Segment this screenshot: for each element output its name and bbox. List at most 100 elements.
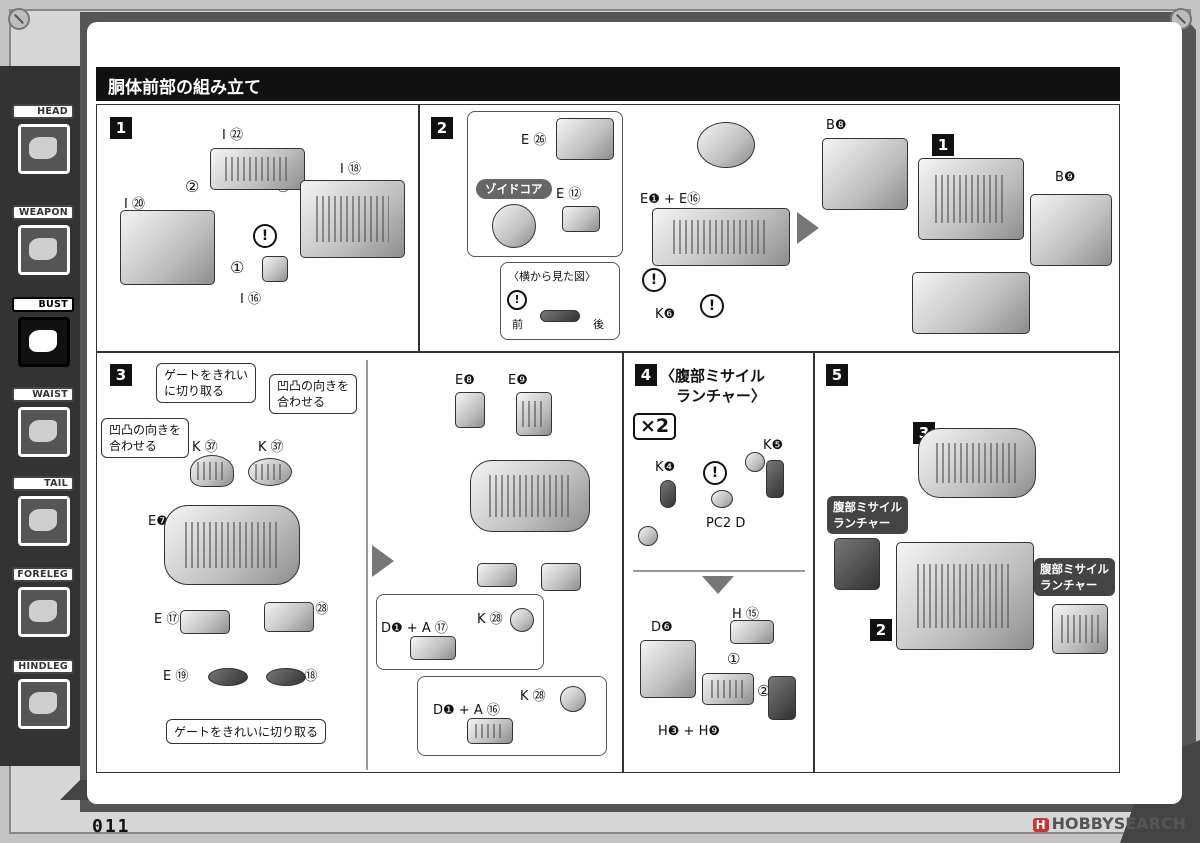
step-number: 1 <box>110 117 132 139</box>
disc-e18 <box>266 668 306 686</box>
part-k37-dome <box>248 458 292 486</box>
tab-weapon[interactable]: WEAPON <box>8 205 76 279</box>
part-i18 <box>300 180 405 258</box>
part-label: K ㊲ <box>258 440 284 455</box>
order-marker: ① <box>727 650 741 668</box>
part-b9 <box>1030 194 1112 266</box>
quantity-multiplier: ×2 <box>633 413 677 440</box>
caution-icon: ! <box>507 290 527 310</box>
part-label: H ⑮ <box>732 607 759 622</box>
step2-body-assembly <box>896 542 1034 650</box>
order-marker: ② <box>185 177 200 196</box>
gate-note-callout: ゲートをきれいに切り取る <box>166 719 327 744</box>
subassembly-block <box>410 636 456 660</box>
tab-waist[interactable]: WAIST <box>8 387 76 461</box>
part-label: E ⑲ <box>163 669 189 684</box>
tab-foreleg[interactable]: FORELEG <box>8 567 76 641</box>
part-e26 <box>556 118 614 160</box>
hobby-search-logo-icon: H <box>1032 818 1049 832</box>
hindleg-icon <box>18 679 70 729</box>
ring-e28 <box>264 602 314 632</box>
subassembly-box-upper <box>376 594 544 670</box>
step-number: 4 <box>635 364 657 386</box>
tab-head[interactable]: HEAD <box>8 104 76 178</box>
part-k4 <box>660 480 676 508</box>
next-arrow-icon <box>797 212 819 244</box>
part-label: B❽ <box>826 118 847 133</box>
part-k37-spiked <box>190 455 234 487</box>
hull-assembly <box>652 208 790 266</box>
waist-icon <box>18 407 70 457</box>
part-i16 <box>262 256 288 282</box>
order-marker: ① <box>230 258 245 277</box>
body-double-pod-assembled <box>470 460 590 532</box>
zoid-core-label: ゾイドコア <box>476 179 552 199</box>
step-number: 2 <box>431 117 453 139</box>
launcher-body <box>702 673 754 705</box>
part-k5 <box>766 460 784 498</box>
part-label: E❼ <box>148 514 168 529</box>
detail-circle <box>510 608 534 632</box>
step-reference: 1 <box>932 134 954 156</box>
part-h15 <box>730 620 774 644</box>
part-e12 <box>562 206 600 232</box>
caution-icon: ! <box>703 461 727 485</box>
hull-bottom <box>912 272 1030 334</box>
part-label: E❽ <box>455 373 475 388</box>
tab-tail[interactable]: TAIL <box>8 476 76 550</box>
disc-e19 <box>208 668 248 686</box>
part-label: E ㉖ <box>521 133 547 148</box>
front-label: 前 <box>512 318 523 331</box>
side-view-title: 〈横から見た図〉 <box>508 270 596 283</box>
part-label: E❶ + E⑯ <box>640 192 701 207</box>
bolt-icon <box>8 8 30 30</box>
part-label: I ⑳ <box>124 197 145 212</box>
part-label: K ㉘ <box>477 612 503 627</box>
tail-icon <box>18 496 70 546</box>
alignment-note-callout: 凹凸の向きを 合わせる <box>101 418 190 458</box>
part-e9 <box>516 392 552 436</box>
launcher-tubes <box>768 676 796 720</box>
detail-circle <box>638 526 658 546</box>
part-d6 <box>640 640 696 698</box>
tab-hindleg[interactable]: HINDLEG <box>8 659 76 733</box>
gate-note-callout: ゲートをきれい に切り取る <box>156 363 257 403</box>
order-marker: ② <box>757 682 771 700</box>
part-label: B❾ <box>1055 170 1076 185</box>
part-label: E ⑰ <box>154 612 180 627</box>
tab-bust[interactable]: BUST <box>8 297 76 371</box>
ring-e17 <box>180 610 230 634</box>
part-label: E❾ <box>508 373 528 388</box>
launcher-right <box>1052 604 1108 654</box>
caution-icon: ! <box>700 294 724 318</box>
subassembly-block <box>467 718 513 744</box>
part-label: I ⑱ <box>340 162 361 177</box>
part-label: E ⑫ <box>556 187 582 202</box>
detail-circle <box>560 686 586 712</box>
missile-launcher-callout: 腹部ミサイル ランチャー <box>1034 558 1115 596</box>
part-pc2 <box>711 490 733 508</box>
part-i20 <box>120 210 215 285</box>
part-e33 <box>697 122 755 168</box>
caution-icon: ! <box>253 224 277 248</box>
leg-left <box>477 563 517 587</box>
part-label: H❸ + H❾ <box>658 724 721 739</box>
step-number: 3 <box>110 364 132 386</box>
part-label: D❻ <box>651 620 673 635</box>
zoid-core-sphere <box>492 204 536 248</box>
part-label: I ㉒ <box>222 128 243 143</box>
step1-assembly <box>918 158 1024 240</box>
part-label: K ㊲ <box>192 440 218 455</box>
part-label: K❻ <box>655 307 676 322</box>
part-label: D❶ + A ⑯ <box>433 703 500 718</box>
caution-icon: ! <box>642 268 666 292</box>
step3-assembly <box>918 428 1036 498</box>
back-label: 後 <box>593 318 604 331</box>
part-label: D❶ + A ⑰ <box>381 621 448 636</box>
section-title-bar: 胴体前部の組み立て <box>96 67 1120 101</box>
detail-circle <box>745 452 765 472</box>
part-label: K❺ <box>763 438 784 453</box>
part-b8 <box>822 138 908 210</box>
page-number: 011 <box>92 816 131 837</box>
alignment-note-callout: 凹凸の向きを 合わせる <box>269 374 358 414</box>
